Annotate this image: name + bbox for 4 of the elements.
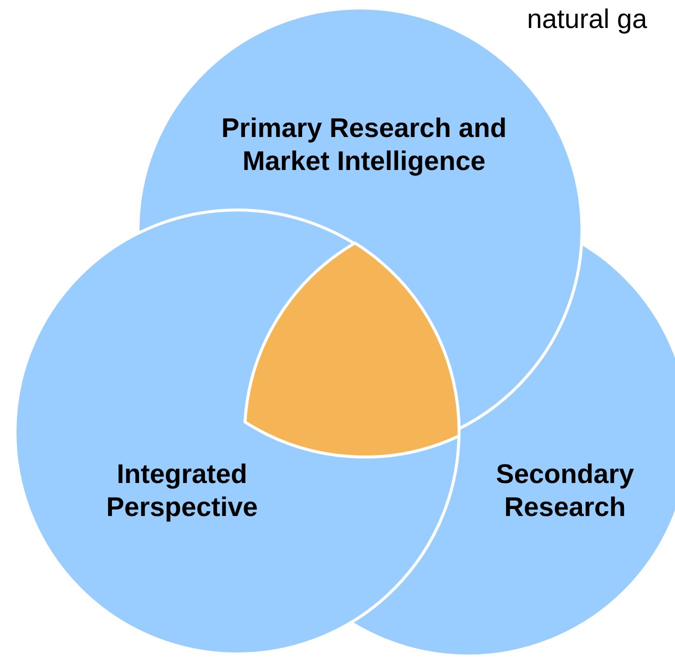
text-fragment: natural ga bbox=[527, 4, 648, 35]
circle-label: Secondary Research bbox=[465, 458, 665, 524]
circle-label: Primary Research and Market Intelligence bbox=[204, 112, 524, 178]
circle-label: Integrated Perspective bbox=[62, 458, 302, 524]
